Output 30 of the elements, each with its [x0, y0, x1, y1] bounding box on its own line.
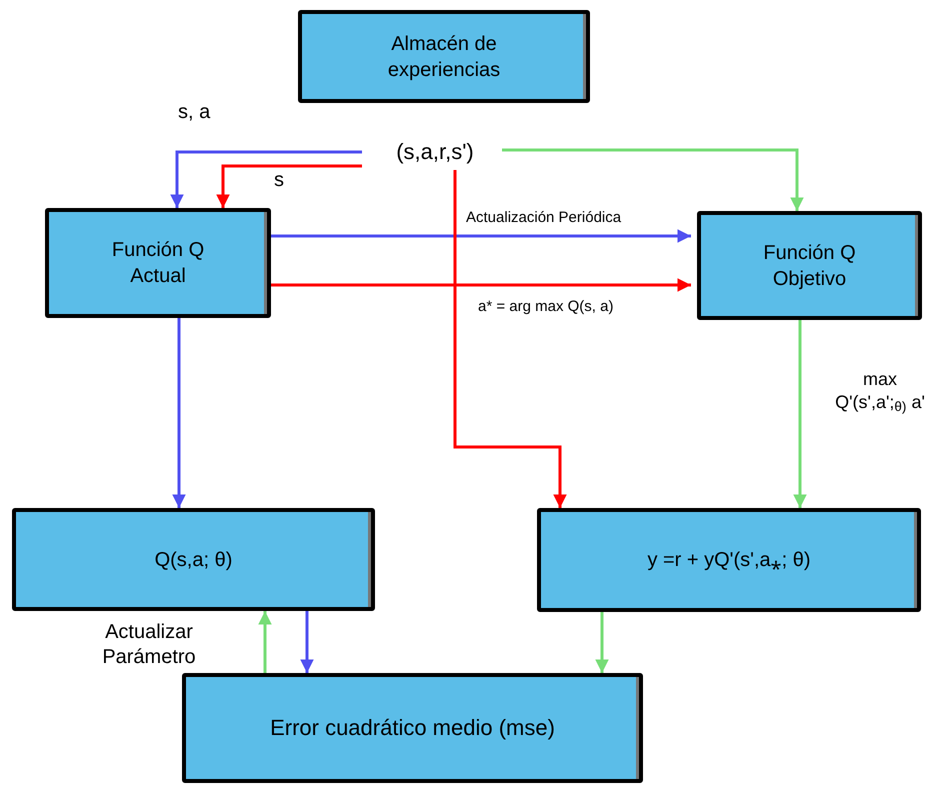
arrow [595, 612, 609, 673]
arrow [454, 170, 567, 508]
edge-label: max Q'(s',a';$_{θ)}$ a' [834, 368, 926, 413]
arrow [271, 229, 691, 243]
arrow [271, 278, 691, 292]
process-box [12, 508, 375, 611]
node-text: Almacén de experiencias [386, 32, 502, 82]
arrow [793, 320, 807, 508]
edge-label: s [274, 168, 284, 193]
process-box [697, 211, 922, 320]
node-text: Error cuadrático medio (mse) [269, 714, 556, 742]
process-box [182, 673, 643, 783]
edge-label: Actualización Periódica [466, 209, 622, 228]
arrow [258, 611, 272, 673]
process-box [298, 10, 590, 103]
process-box [537, 508, 921, 612]
node-text: (s,a,r,s') [395, 138, 475, 166]
node-text: Función Q Actual [110, 238, 206, 289]
process-box [45, 208, 271, 318]
node-text: Q(s,a; θ) [154, 548, 234, 572]
arrow [170, 150, 362, 208]
arrow [502, 148, 804, 211]
edge-label: s, a [178, 100, 210, 125]
node-text: Función Q Objetivo [762, 240, 857, 292]
edge-label: Actualizar Parámetro [101, 620, 197, 670]
edge-label: a* = arg max Q(s, a) [478, 298, 614, 317]
node-text: y =r + yQ'(s',a⁎; θ) [646, 548, 812, 573]
arrow [216, 164, 362, 208]
arrow [300, 611, 314, 673]
arrow [172, 318, 186, 508]
